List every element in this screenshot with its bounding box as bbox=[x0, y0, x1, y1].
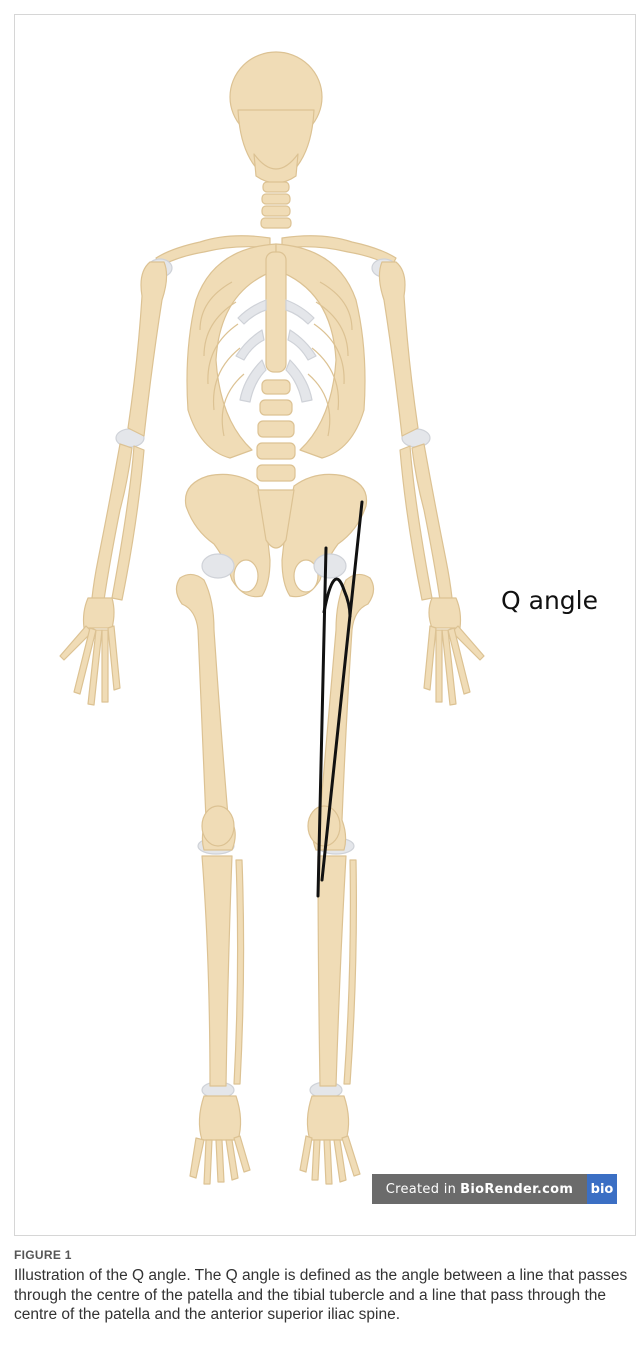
left-tibia bbox=[202, 856, 232, 1086]
right-fibula bbox=[344, 860, 356, 1084]
left-patella bbox=[202, 806, 234, 846]
watermark-prefix: Created in bbox=[386, 1182, 456, 1197]
right-patella bbox=[308, 806, 340, 846]
left-hand bbox=[60, 598, 120, 705]
right-foot bbox=[300, 1096, 360, 1184]
right-humerus bbox=[379, 262, 418, 436]
biorender-logo-icon: bio bbox=[587, 1174, 617, 1204]
figure-label: FIGURE 1 bbox=[14, 1248, 72, 1262]
skeleton-illustration bbox=[0, 0, 643, 1240]
right-tibia bbox=[318, 856, 346, 1086]
left-humerus bbox=[128, 262, 167, 436]
left-fibula bbox=[234, 860, 244, 1084]
pelvis bbox=[185, 474, 366, 596]
watermark-brand: BioRender.com bbox=[460, 1182, 573, 1197]
left-foot bbox=[190, 1096, 250, 1184]
lumbar-spine bbox=[257, 380, 295, 481]
watermark-text: Created in BioRender.com bbox=[372, 1174, 587, 1204]
q-angle-label: Q angle bbox=[501, 586, 598, 615]
figure-caption: Illustration of the Q angle. The Q angle… bbox=[14, 1266, 629, 1325]
cervical-spine bbox=[261, 182, 291, 228]
right-hand bbox=[424, 598, 484, 705]
biorender-watermark: Created in BioRender.com bio bbox=[372, 1174, 617, 1204]
skull bbox=[230, 52, 322, 183]
